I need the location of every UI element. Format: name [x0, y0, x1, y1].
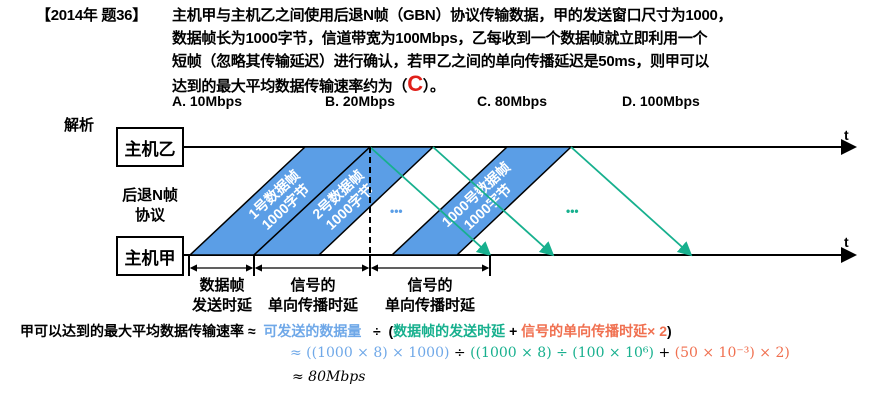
time-axis-label-b: t	[844, 127, 849, 143]
span-label-prop-2: 信号的 单向传播时延	[374, 276, 486, 316]
formula-close: )	[667, 323, 672, 339]
analysis-label: 解析	[64, 117, 95, 134]
time-axis-label-a: t	[844, 234, 849, 250]
option-b: B. 20Mbps	[325, 93, 396, 109]
span-label-prop-1: 信号的 单向传播时延	[258, 276, 368, 316]
protocol-label-1: 后退N帧	[122, 187, 178, 204]
question-end: ）。	[422, 78, 445, 95]
protocol-label: 后退N帧 协议	[118, 186, 182, 226]
question-line-3: 短帧（忽略其传输延迟）进行确认，若甲乙之间的单向传播延迟是50ms，则甲可以	[172, 53, 709, 70]
formula-open: (	[388, 323, 394, 339]
formula-line2-div: ÷	[453, 345, 466, 361]
span-label-prop-2-1: 信号的	[407, 277, 453, 294]
acks-ellipsis: •••	[566, 204, 579, 218]
protocol-label-2: 协议	[134, 207, 165, 224]
host-b-box: 主机乙	[116, 127, 184, 167]
option-d: D. 100Mbps	[622, 93, 700, 109]
span-label-prop-1-1: 信号的	[290, 277, 336, 294]
ack-arrow-1	[369, 146, 492, 257]
formula-prop-delay: 信号的单向传播时延	[521, 323, 648, 339]
formula-div: ÷	[373, 323, 381, 339]
span-label-send: 数据帧 发送时延	[186, 276, 258, 316]
question-line-2: 数据帧长为1000字节，信道带宽为100Mbps，乙每收到一个数据帧就立即利用一…	[172, 30, 708, 47]
span-label-send-1: 数据帧	[199, 277, 245, 294]
formula-lhs: 甲可以达到的最大平均数据传输速率 ≈	[20, 323, 256, 339]
span-label-send-2: 发送时延	[191, 297, 252, 314]
option-a: A. 10Mbps	[172, 93, 243, 109]
answer: C	[407, 71, 423, 96]
question-line-4: 达到的最大平均数据传输速率约为（C）。	[172, 71, 445, 97]
question-line-1: 主机甲与主机乙之间使用后退N帧（GBN）协议传输数据，甲的发送窗口尺寸为1000…	[172, 7, 733, 24]
formula-line-2: ≈ ((1000 × 8) × 1000) ÷ ((1000 × 8) ÷ (1…	[290, 345, 790, 361]
question-line-4-text: 达到的最大平均数据传输速率约为（	[172, 78, 408, 95]
span-label-prop-1-2: 单向传播时延	[267, 297, 358, 314]
span-label-prop-2-2: 单向传播时延	[384, 297, 475, 314]
formula-times2: × 2	[647, 323, 667, 339]
formula-line2-plus: +	[658, 345, 671, 361]
formula-amount: 可发送的数据量	[263, 323, 362, 339]
option-c: C. 80Mbps	[477, 93, 548, 109]
formula-send-delay: 数据帧的发送时延	[393, 323, 506, 339]
ack-arrow-1000	[570, 146, 693, 257]
question-tag: 【2014年 题36】	[36, 7, 147, 24]
formula-line2-send: ((1000 × 8) ÷ (100 × 10⁶)	[470, 345, 654, 361]
ack-arrow-2	[432, 146, 555, 257]
formula-line-1: 甲可以达到的最大平均数据传输速率 ≈ 可发送的数据量 ÷ (数据帧的发送时延 +…	[20, 321, 672, 341]
host-a-box: 主机甲	[116, 236, 184, 276]
formula-line2-amount: ≈ ((1000 × 8) × 1000)	[290, 345, 450, 361]
formula-result: ≈ 80Mbps	[292, 369, 366, 385]
frames-ellipsis: •••	[390, 204, 403, 218]
formula-plus: +	[509, 323, 518, 339]
formula-line2-prop: (50 × 10⁻³) × 2)	[674, 345, 790, 361]
